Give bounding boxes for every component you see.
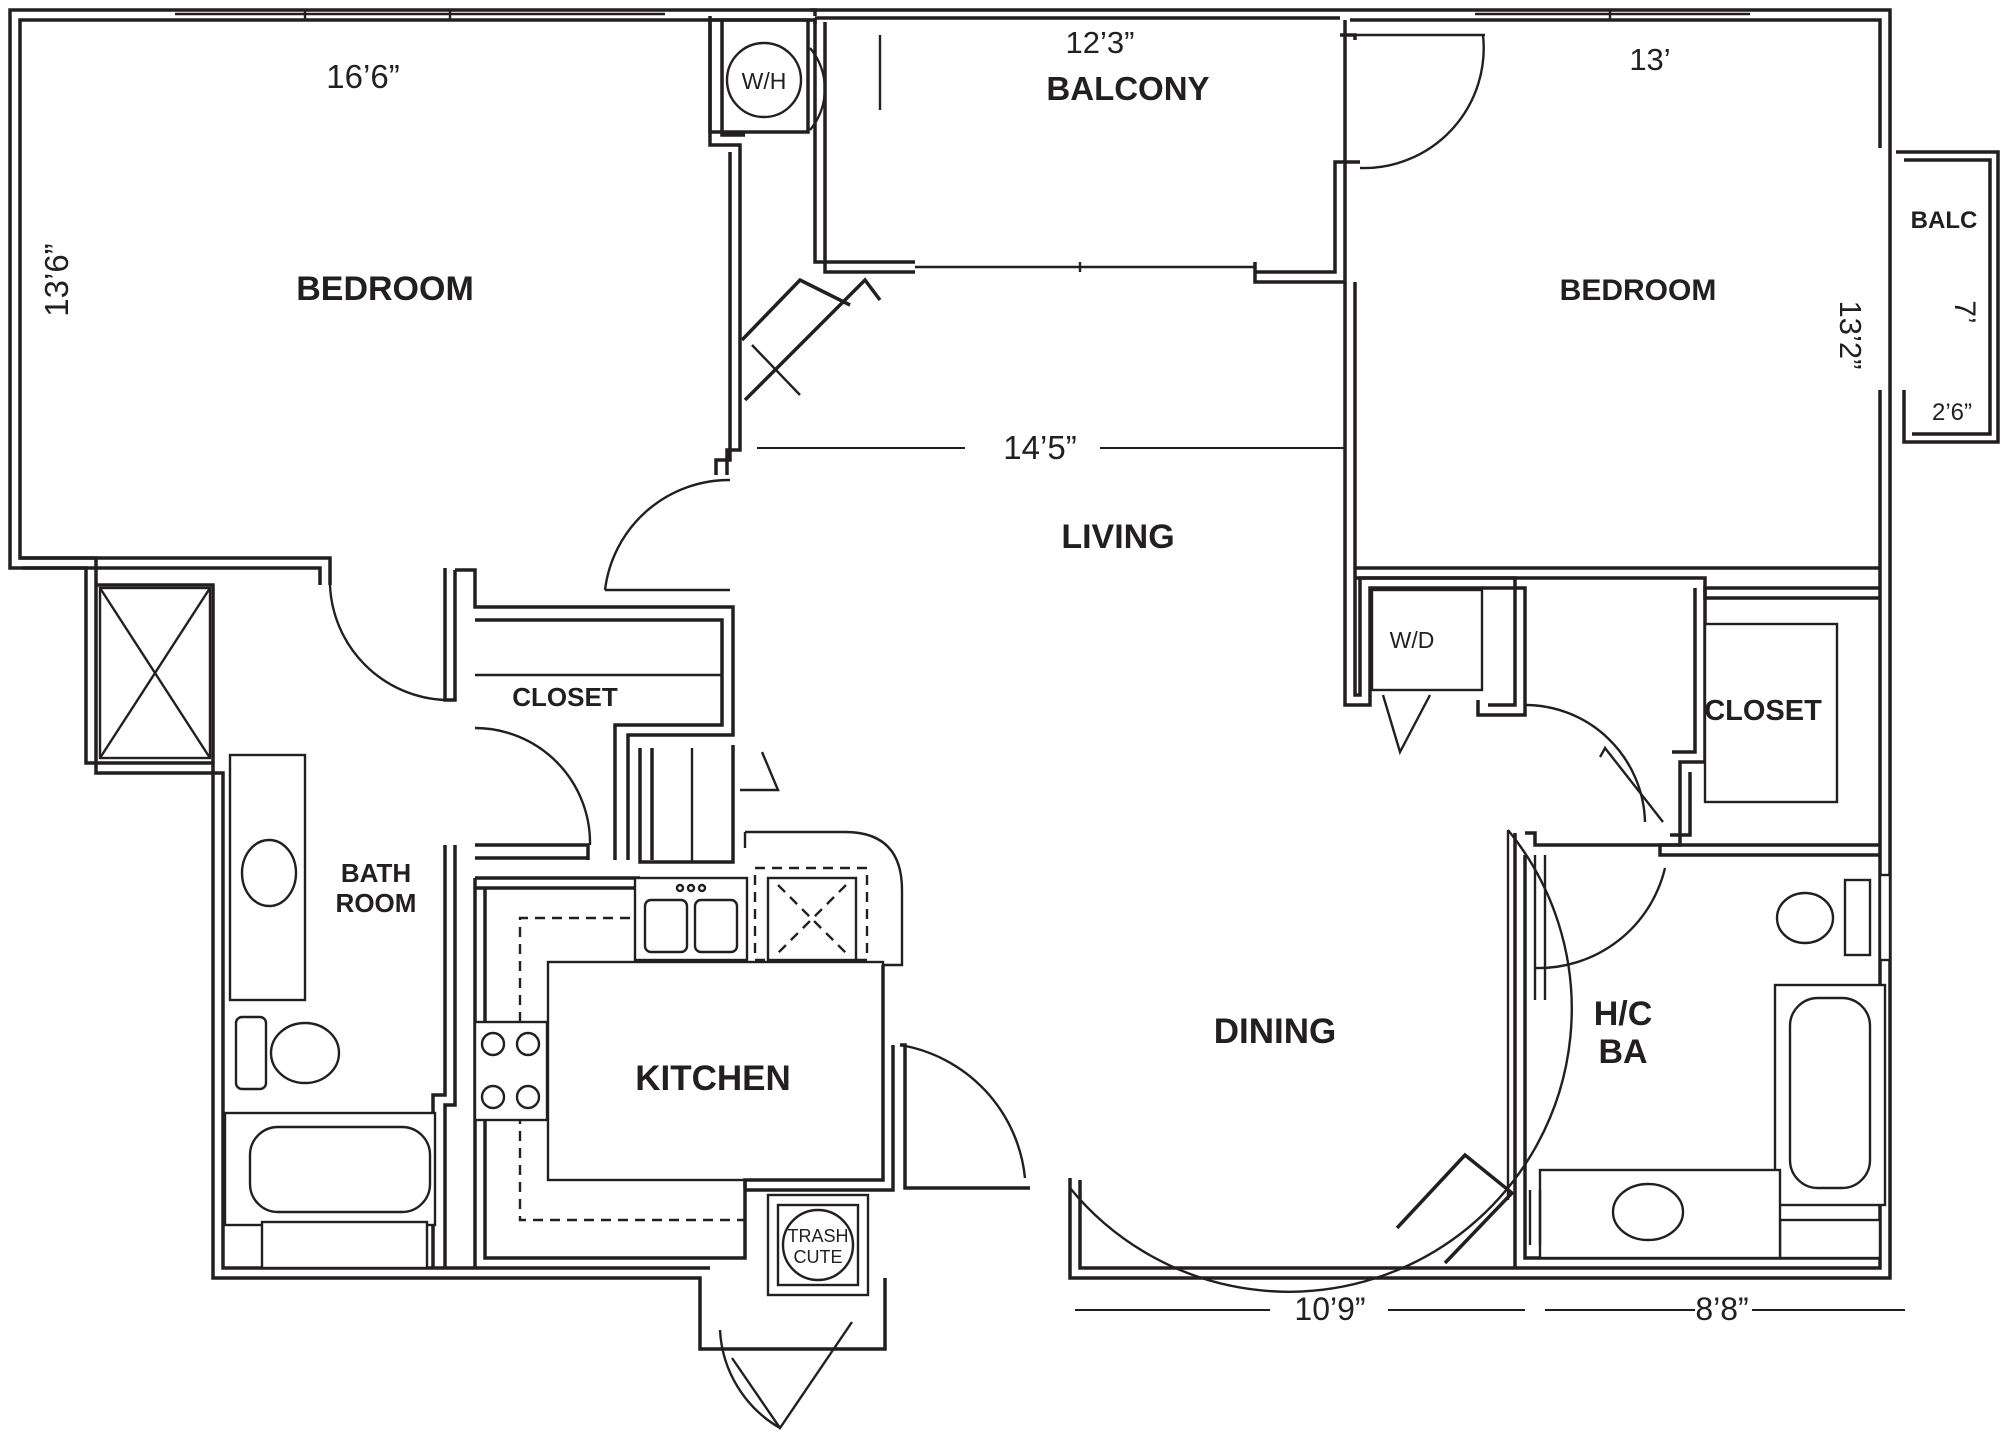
door-swings [328, 33, 1667, 1431]
dim-bedroom-right-width: 13’ [1629, 42, 1670, 77]
dim-balc-small-depth: 2’6” [1932, 399, 1972, 426]
room-label-hc-ba-line2: BA [1598, 1033, 1647, 1071]
washer-dryer-label: W/D [1390, 627, 1435, 653]
dimension-labels: 16’6” 13’6” 12’3” 13’ 13’2” 7’ 2’6” 14’5… [38, 25, 1981, 1327]
dim-hc-ba-width: 8’8” [1695, 1291, 1748, 1327]
room-label-kitchen: KITCHEN [635, 1059, 791, 1098]
room-label-closet-right: CLOSET [1704, 695, 1822, 727]
dim-balcony-width: 12’3” [1066, 25, 1135, 60]
dim-balc-small-length: 7’ [1948, 300, 1981, 323]
room-label-balcony: BALCONY [1046, 70, 1209, 107]
room-label-closet-left: CLOSET [512, 682, 618, 712]
dimension-lines [757, 447, 1905, 1311]
room-label-bedroom-right: BEDROOM [1560, 274, 1717, 307]
trash-chute-label-line1: TRASH [787, 1226, 848, 1246]
room-label-living: LIVING [1061, 518, 1174, 556]
room-label-bathroom-line2: ROOM [336, 888, 417, 918]
exterior-walls [8, 8, 2000, 1351]
room-labels: BEDROOM BALCONY BEDROOM BALC LIVING CLOS… [296, 70, 1977, 1098]
room-label-bathroom-line1: BATH [341, 858, 411, 888]
water-heater-label: W/H [742, 68, 787, 94]
room-label-hc-ba-line1: H/C [1594, 995, 1653, 1033]
room-label-balc-small: BALC [1911, 207, 1978, 234]
dim-dining-width: 10’9” [1294, 1291, 1365, 1327]
kitchen-walls [473, 745, 1030, 1297]
dim-bedroom-right-depth: 13’2” [1833, 301, 1868, 370]
left-bedroom-walls [20, 16, 882, 1268]
trash-chute-label-line2: CUTE [794, 1247, 843, 1267]
dim-bedroom-left-width: 16’6” [326, 58, 399, 95]
room-label-bedroom-left: BEDROOM [296, 270, 474, 308]
center-right-walls [810, 8, 1892, 1268]
fixture-labels: W/H W/D TRASH CUTE [725, 41, 1435, 1267]
dim-living-width: 14’5” [1003, 429, 1076, 466]
dim-bedroom-left-depth: 13’6” [38, 243, 75, 316]
left-bath-fixtures [223, 753, 437, 1270]
room-label-dining: DINING [1214, 1012, 1337, 1051]
water-heater-circle [725, 41, 803, 119]
